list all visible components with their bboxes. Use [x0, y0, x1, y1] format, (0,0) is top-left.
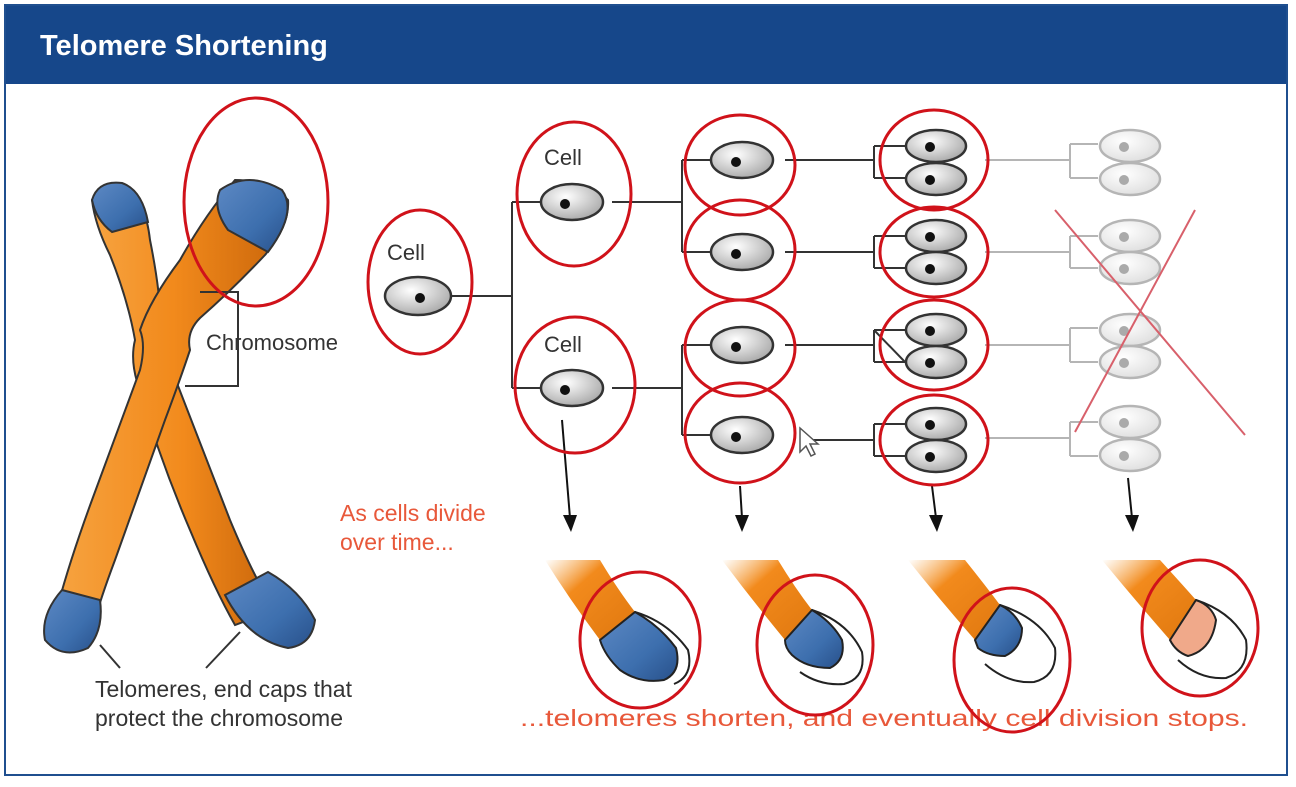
arrow-down-icon-3	[929, 485, 943, 532]
annotation-circle-gen4-4	[878, 393, 990, 487]
cell-pair-gen4-2	[904, 218, 968, 286]
annotation-circle-gen4-3	[878, 298, 990, 392]
faded-lineage-lines	[985, 143, 1098, 457]
telomere-tip-2	[722, 560, 864, 686]
annotation-circle-gen4-2	[878, 205, 990, 299]
chromosome	[43, 178, 317, 669]
cells-gen5-faded	[1098, 128, 1162, 473]
telomere-pointer-left	[99, 644, 121, 669]
chromosome-arm-right	[56, 178, 290, 622]
annotation-circle-tip-2	[755, 573, 875, 717]
cross-mark	[1054, 209, 1246, 436]
arrow-down-icon-2	[735, 485, 749, 532]
cell-pair-gen4-3	[904, 312, 968, 380]
annotation-circle-cell-gen2-top	[515, 120, 633, 268]
mouse-cursor-icon	[799, 426, 820, 458]
annotation-circle-telomere-top	[182, 96, 330, 308]
cell-gen2-bottom	[539, 368, 605, 408]
telomere-pointer-right	[205, 631, 241, 669]
chromosome-label: Chromosome	[206, 330, 338, 355]
telomere-cap-bottom-left	[43, 588, 102, 654]
annotation-circles	[182, 96, 1260, 734]
page-title: Telomere Shortening	[40, 30, 328, 62]
annotation-circle-gen4-1	[878, 108, 990, 212]
arrow-down-icon-4	[1125, 477, 1139, 532]
annotation-circle-tip-3	[952, 586, 1072, 734]
annotation-circle-gen3-3	[683, 298, 797, 398]
telomere-cap-top-right	[216, 179, 289, 254]
telomeres-label-line2: protect the chromosome	[95, 705, 343, 731]
annotation-circle-gen3-4	[683, 381, 797, 485]
telomere-cap-bottom-right	[223, 570, 317, 650]
telomere-tip-3	[908, 560, 1057, 684]
down-arrows	[561, 419, 1139, 532]
arrow-down-icon-1	[561, 419, 577, 532]
cell-gen3-1	[709, 140, 775, 180]
cell-lineage-lines	[450, 145, 906, 457]
cell-label-gen1: Cell	[387, 240, 425, 265]
annotation-circle-tip-1	[578, 570, 702, 710]
divide-note-line1: As cells divide	[340, 500, 486, 526]
annotation-circle-cell-gen2-bottom	[513, 315, 637, 455]
shorten-note: ...telomeres shorten, and eventually cel…	[520, 705, 1248, 731]
annotation-circle-cell-gen1	[366, 208, 474, 356]
telomeres-label-line1: Telomeres, end caps that	[95, 676, 353, 702]
divide-note-line2: over time...	[340, 529, 454, 555]
cell-pair-gen4-1	[904, 128, 968, 197]
cell-label-gen2-bottom: Cell	[544, 332, 582, 357]
annotation-circle-gen3-1	[683, 113, 797, 217]
cell-gen3-3	[709, 325, 775, 365]
annotation-circle-tip-4	[1140, 558, 1260, 698]
cell-gen1	[383, 275, 453, 317]
faded-cell-pair-2	[1098, 218, 1162, 286]
cells-gen3	[709, 140, 775, 455]
cell-gen3-4	[709, 415, 775, 455]
cell-label-gen2-top: Cell	[544, 145, 582, 170]
telomere-tip-4	[1102, 560, 1248, 680]
title-bar: Telomere Shortening	[6, 6, 1286, 84]
cell-gen2-top	[539, 182, 605, 222]
faded-cell-pair-1	[1098, 128, 1162, 197]
cell-gen3-2	[709, 232, 775, 272]
telomere-cap-top-left	[90, 181, 150, 234]
cell-pair-gen4-4	[904, 406, 968, 474]
faded-cell-pair-4	[1098, 404, 1162, 473]
cells-gen4	[904, 128, 968, 474]
